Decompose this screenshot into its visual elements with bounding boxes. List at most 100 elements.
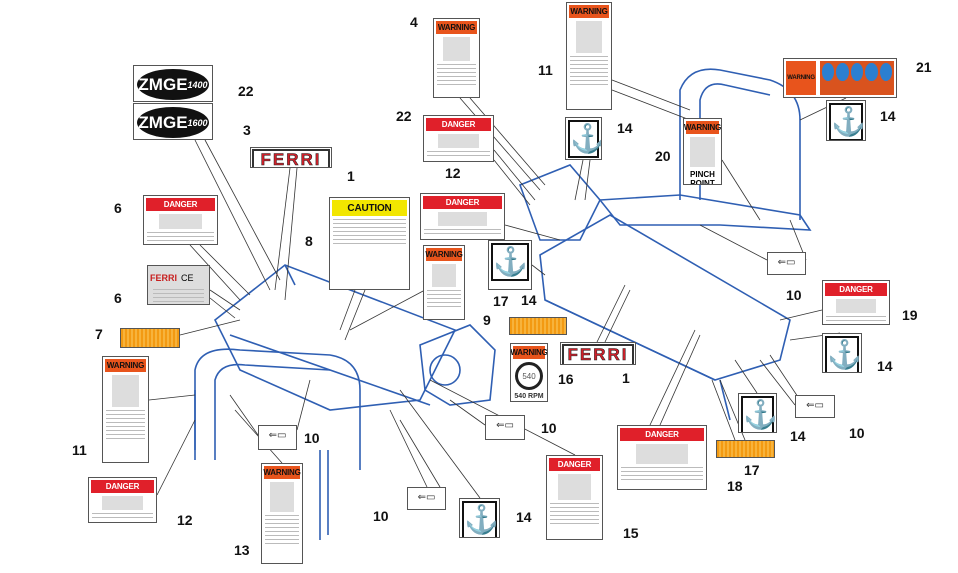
text-line: [333, 239, 406, 240]
text-line: [621, 466, 703, 468]
text-line: [147, 236, 214, 237]
callout-number: 10: [786, 287, 802, 303]
decal-danger: DANGER: [617, 425, 707, 490]
decal-hook: ⚓: [459, 498, 500, 538]
decal-ppe: WARNING: [783, 58, 897, 98]
decal-reflector: [716, 440, 775, 458]
lifting-hook-icon: ⚓: [491, 243, 529, 281]
reflector-strip: [510, 318, 566, 334]
callout-number: 9: [483, 312, 491, 328]
text-line: [92, 516, 153, 518]
callout-number: 10: [373, 508, 389, 524]
callout-number: 14: [516, 509, 532, 525]
decal-small: ⇐▭: [407, 487, 446, 510]
text-line: [550, 502, 599, 504]
lifting-hook-icon: ⚓: [462, 501, 499, 537]
left-frame-arch: [194, 348, 361, 470]
callout-number: 4: [410, 14, 418, 30]
callout-number: 11: [72, 442, 87, 458]
decal-text-lines: [826, 315, 886, 321]
right-frame-arch: [679, 68, 801, 220]
decal-danger: DANGER: [143, 195, 218, 245]
text-line: [333, 227, 406, 228]
logo-text: ZMGE: [138, 74, 188, 94]
text-line: [333, 243, 406, 244]
decal-text-lines: [333, 219, 406, 244]
text-line: [333, 231, 406, 232]
logo-text: ZMGE: [138, 112, 188, 132]
grease-point-icon: ⇐▭: [417, 492, 436, 503]
text-line: [424, 233, 501, 235]
decal-header: WARNING: [436, 21, 477, 34]
hazard-pictogram-icon: [836, 299, 876, 313]
text-line: [570, 80, 608, 82]
decal-warning: WARNING: [261, 463, 303, 564]
text-line: [265, 535, 299, 537]
callout-number: 15: [623, 525, 639, 541]
text-line: [427, 305, 461, 307]
callout-number: 21: [916, 59, 932, 75]
decal-header: WARNING: [105, 359, 146, 372]
callout-number: 8: [305, 233, 313, 249]
decal-header: DANGER: [426, 118, 491, 131]
decal-small: ⇐▭: [485, 415, 525, 440]
callout-number: 14: [521, 292, 537, 308]
text-line: [437, 64, 476, 65]
decal-ferri: FERRI: [560, 342, 636, 365]
text-line: [437, 72, 476, 73]
callout-number: 10: [541, 420, 557, 436]
callout-number: 22: [238, 83, 254, 99]
decal-header: WARNING: [425, 248, 463, 261]
callout-number: 16: [558, 371, 574, 387]
hazard-pictogram-icon: [112, 375, 139, 408]
callout-number: 14: [880, 108, 896, 124]
text-line: [106, 414, 145, 416]
ppe-icon: [822, 63, 835, 81]
callout-number: 14: [790, 428, 806, 444]
decal-header: CAUTION: [332, 200, 407, 216]
rpm-label: 540 RPM: [514, 393, 544, 400]
ppe-icon: [865, 63, 878, 81]
text-line: [570, 60, 608, 62]
text-line: [265, 527, 299, 529]
decal-danger: DANGER: [88, 477, 157, 523]
decal-text-lines: [424, 229, 501, 235]
decal-header: DANGER: [423, 196, 502, 209]
decal-text-lines: [550, 502, 599, 524]
text-line: [106, 426, 145, 428]
pinch-point-label: PINCH POINT: [690, 170, 715, 185]
decal-hook: ⚓: [826, 100, 866, 141]
callout-number: 19: [902, 307, 918, 323]
decal-header: DANGER: [549, 458, 600, 471]
text-line: [265, 519, 299, 521]
text-line: [826, 319, 886, 321]
text-line: [437, 80, 476, 81]
callout-number: 14: [617, 120, 633, 136]
text-line: [147, 240, 214, 241]
decal-header: WARNING: [569, 5, 609, 18]
hazard-pictogram-icon: [443, 37, 470, 61]
left-pulley: [429, 354, 461, 386]
lifting-hook-icon: ⚓: [568, 120, 601, 158]
callout-number: 10: [849, 425, 865, 441]
callout-number: 20: [655, 148, 671, 164]
grease-point-icon: ⇐▭: [268, 430, 287, 441]
decal-ferri: FERRI: [250, 147, 332, 168]
text-line: [92, 512, 153, 514]
text-line: [427, 289, 461, 291]
decal-text-lines: [106, 410, 145, 440]
text-line: [826, 315, 886, 317]
ppe-icon: [879, 63, 893, 81]
hazard-pictogram-icon: [102, 496, 143, 510]
grease-point-icon: ⇐▭: [806, 400, 824, 411]
text-line: [424, 229, 501, 231]
callout-number: 1: [347, 168, 355, 184]
text-line: [570, 84, 608, 86]
rotation-speed-icon: 540: [515, 362, 543, 390]
text-line: [570, 76, 608, 78]
text-line: [106, 422, 145, 424]
